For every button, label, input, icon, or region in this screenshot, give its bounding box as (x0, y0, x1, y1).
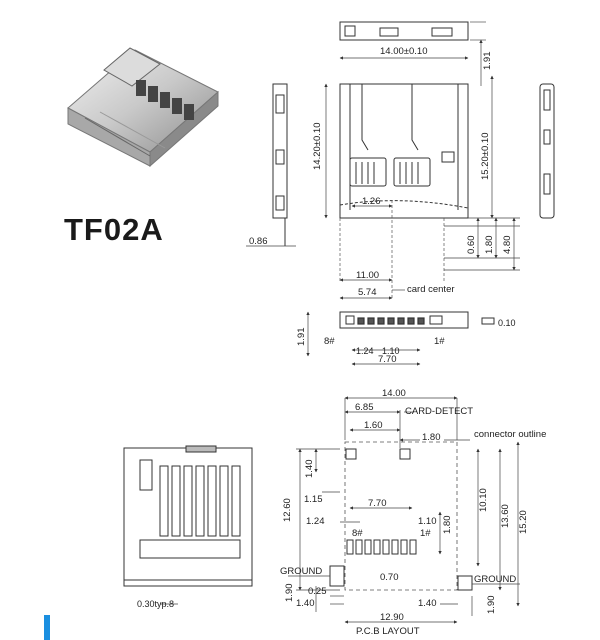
front-view (339, 311, 495, 329)
dim-foot-typ: 0.30typ.8 (137, 599, 174, 609)
pcb-dim-1-40b: 1.40 (296, 598, 315, 609)
label-pcb-pin8: 8# (352, 528, 363, 539)
pcb-dim-0-70: 0.70 (380, 572, 399, 583)
bottom-view (123, 445, 253, 587)
dim-pitch-1-26: 1.26 (362, 196, 381, 207)
pcb-dim-1-10: 1.10 (418, 516, 437, 527)
label-pcb-pin1: 1# (420, 528, 431, 539)
pcb-dim-7-70: 7.70 (368, 498, 387, 509)
pcb-dim-1-40a: 1.40 (304, 460, 315, 479)
pcb-dim-13-60: 13.60 (500, 504, 511, 528)
dim-left-0-86: 0.86 (249, 236, 268, 247)
top-side-view (339, 21, 486, 41)
dim-top-gap: 1.91 (482, 52, 493, 71)
label-ground-right: GROUND (474, 574, 516, 585)
pcb-dim-1-90a: 1.90 (284, 584, 295, 603)
part-number-title: TF02A (64, 212, 164, 247)
dim-1-24: 1.24 (356, 346, 374, 356)
pcb-dim-1-60: 1.60 (364, 420, 383, 431)
right-side-view (539, 83, 555, 219)
dim-0-60: 0.60 (466, 236, 477, 255)
label-ground-left: GROUND (280, 566, 322, 577)
pcb-dim-1-15: 1.15 (304, 494, 323, 505)
dim-5-74: 5.74 (358, 287, 377, 298)
pcb-layout-title: P.C.B LAYOUT (356, 626, 420, 637)
pcb-dim-0-25: 0.25 (308, 586, 327, 597)
pcb-dim-12-90: 12.90 (380, 612, 404, 623)
pcb-dim-1-80b: 1.80 (442, 516, 453, 535)
dim-4-80: 4.80 (502, 236, 513, 255)
pcb-layout (329, 441, 473, 591)
pcb-dim-1-40c: 1.40 (418, 598, 437, 609)
dim-height-right: 15.20±0.10 (480, 133, 491, 180)
pcb-dim-15-20: 15.20 (518, 510, 529, 534)
pcb-dim-1-90b: 1.90 (486, 596, 497, 615)
pcb-dim-6-85: 6.85 (355, 402, 374, 413)
top-view-body (339, 83, 469, 219)
label-card-center: card center (407, 284, 455, 295)
pcb-dim-1-24: 1.24 (306, 516, 325, 527)
dim-11-00: 11.00 (356, 270, 379, 281)
dim-1-10: 1.10 (382, 346, 400, 356)
label-connector-outline: connector outline (474, 429, 546, 440)
dim-front-span: 7.70 (378, 354, 397, 365)
label-front-pin8: 8# (324, 336, 335, 347)
left-side-view (272, 83, 288, 246)
pcb-dim-width: 14.00 (382, 388, 406, 399)
dim-width: 14.00±0.10 (380, 46, 427, 57)
dim-1-80: 1.80 (484, 236, 495, 255)
dim-front-height: 1.91 (296, 328, 307, 347)
label-front-pin1: 1# (434, 336, 445, 347)
pcb-dim-1-80a: 1.80 (422, 432, 441, 443)
dim-thickness: 0.10 (498, 318, 516, 328)
pcb-dim-12-60: 12.60 (282, 498, 293, 522)
dim-height-left: 14.20±0.10 (312, 123, 323, 170)
product-photo (67, 47, 219, 168)
label-card-detect: CARD-DETECT (405, 406, 473, 417)
pcb-dim-10-10: 10.10 (478, 488, 489, 512)
accent-bar (44, 615, 50, 640)
